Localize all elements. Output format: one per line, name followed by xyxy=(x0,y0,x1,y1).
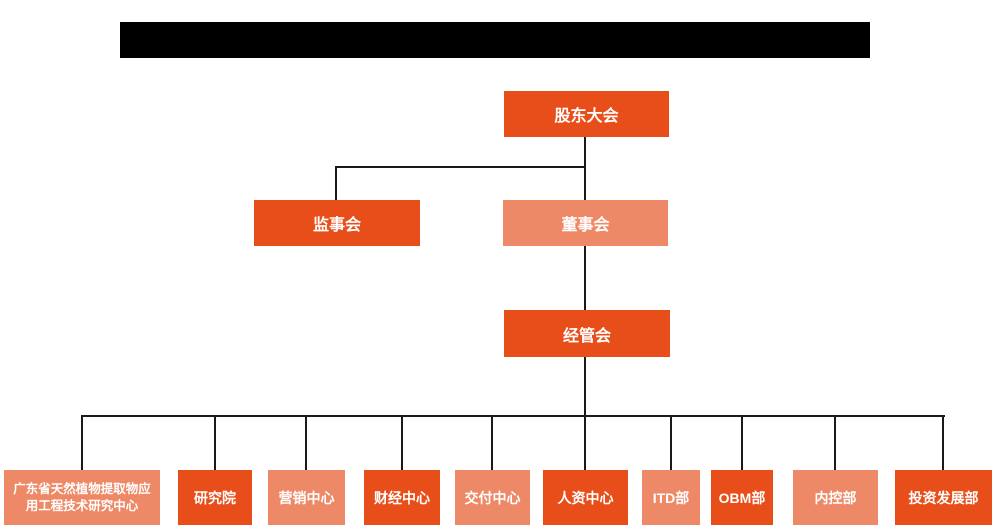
org-node-management-committee: 经管会 xyxy=(504,310,670,357)
org-node-dept-marketing-center: 营销中心 xyxy=(268,470,345,525)
org-node-dept-investment-development: 投资发展部 xyxy=(895,470,992,525)
connector-dept-drop xyxy=(584,415,586,470)
org-node-dept-research-center: 广东省天然植物提取物应用工程技术研究中心 xyxy=(4,470,160,525)
org-node-dept-delivery-center: 交付中心 xyxy=(455,470,530,525)
connector-dept-drop xyxy=(81,415,83,470)
org-node-shareholders-meeting: 股东大会 xyxy=(504,91,669,137)
connector-management-bus xyxy=(584,357,586,416)
org-node-dept-itd: ITD部 xyxy=(642,470,700,525)
org-node-dept-finance-center: 财经中心 xyxy=(364,470,440,525)
org-node-dept-research-institute: 研究院 xyxy=(178,470,252,525)
connector-dept-drop xyxy=(942,415,944,470)
org-node-board-of-directors: 董事会 xyxy=(503,200,668,246)
connector-department-bus xyxy=(81,415,945,417)
connector-dept-drop xyxy=(401,415,403,470)
connector-dept-drop xyxy=(305,415,307,470)
connector-dept-drop xyxy=(491,415,493,470)
connector-board-management xyxy=(584,246,586,310)
connector-dept-drop xyxy=(214,415,216,470)
connector-branch-horizontal xyxy=(335,166,586,168)
org-node-dept-hr-center: 人资中心 xyxy=(543,470,628,525)
connector-dept-drop xyxy=(670,415,672,470)
connector-supervisory-drop xyxy=(335,166,337,200)
redacted-title-bar xyxy=(120,22,870,58)
org-node-supervisory-board: 监事会 xyxy=(254,200,420,246)
org-node-dept-obm: OBM部 xyxy=(711,470,773,525)
connector-dept-drop xyxy=(741,415,743,470)
connector-root-down xyxy=(584,137,586,200)
connector-dept-drop xyxy=(834,415,836,470)
org-node-dept-internal-control: 内控部 xyxy=(793,470,878,525)
